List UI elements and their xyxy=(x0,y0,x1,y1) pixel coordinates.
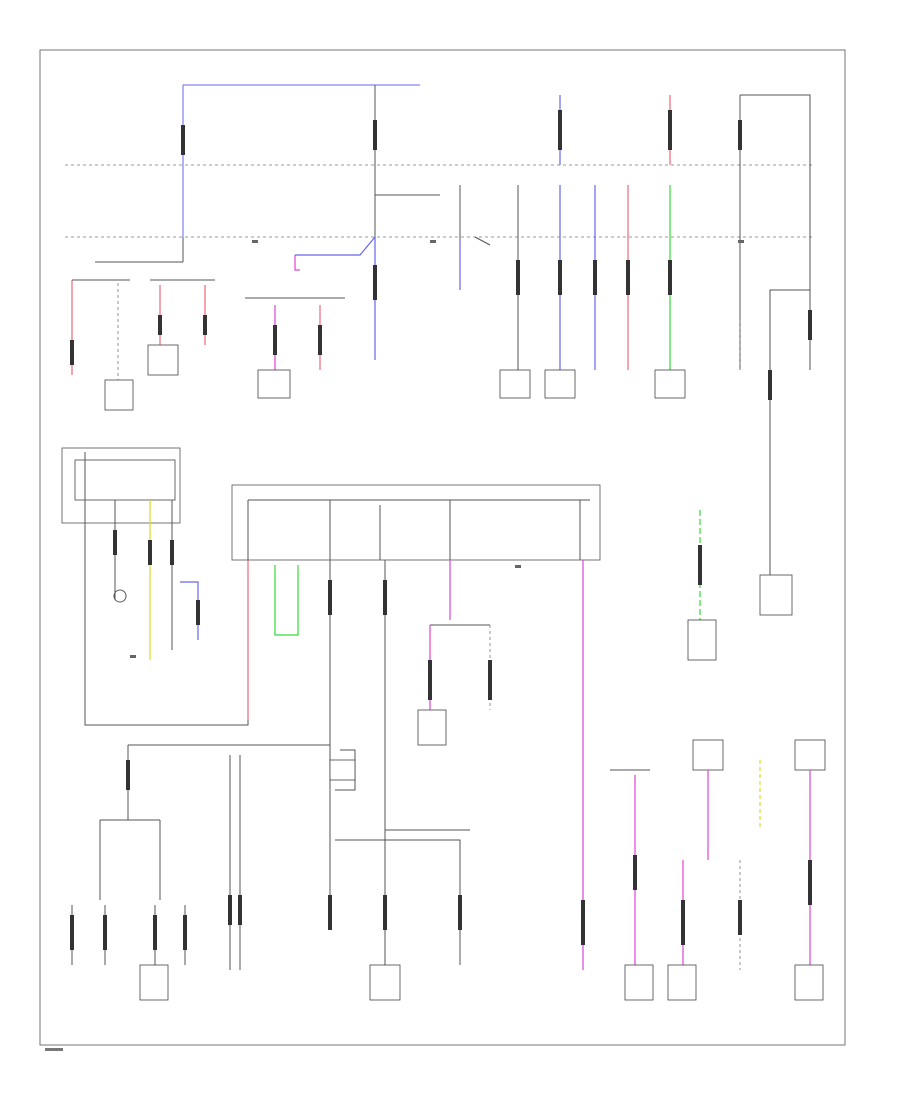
module-frame-left xyxy=(61,447,181,524)
ground-symbols xyxy=(130,240,744,658)
switch-box xyxy=(74,459,176,501)
wire-group-right-modules xyxy=(610,440,826,970)
page-marker xyxy=(45,1048,63,1051)
wire-group-top-feed xyxy=(181,84,440,262)
wire-group-drops-right xyxy=(516,185,812,440)
wire-group-top-sources xyxy=(558,94,811,290)
wire-group-drops-left xyxy=(70,261,215,380)
wire-group-center-module xyxy=(247,499,590,1000)
wire-group-bottom-center xyxy=(228,749,470,1001)
component-row-lower xyxy=(624,964,824,1001)
component-row-upper xyxy=(104,344,686,411)
wire-group-bottom-left xyxy=(70,744,330,1001)
module-frame-center xyxy=(231,484,601,561)
wire-group-drops-middle xyxy=(245,185,491,370)
diagram-border xyxy=(39,49,846,1046)
wire-group-left-module xyxy=(84,452,249,726)
